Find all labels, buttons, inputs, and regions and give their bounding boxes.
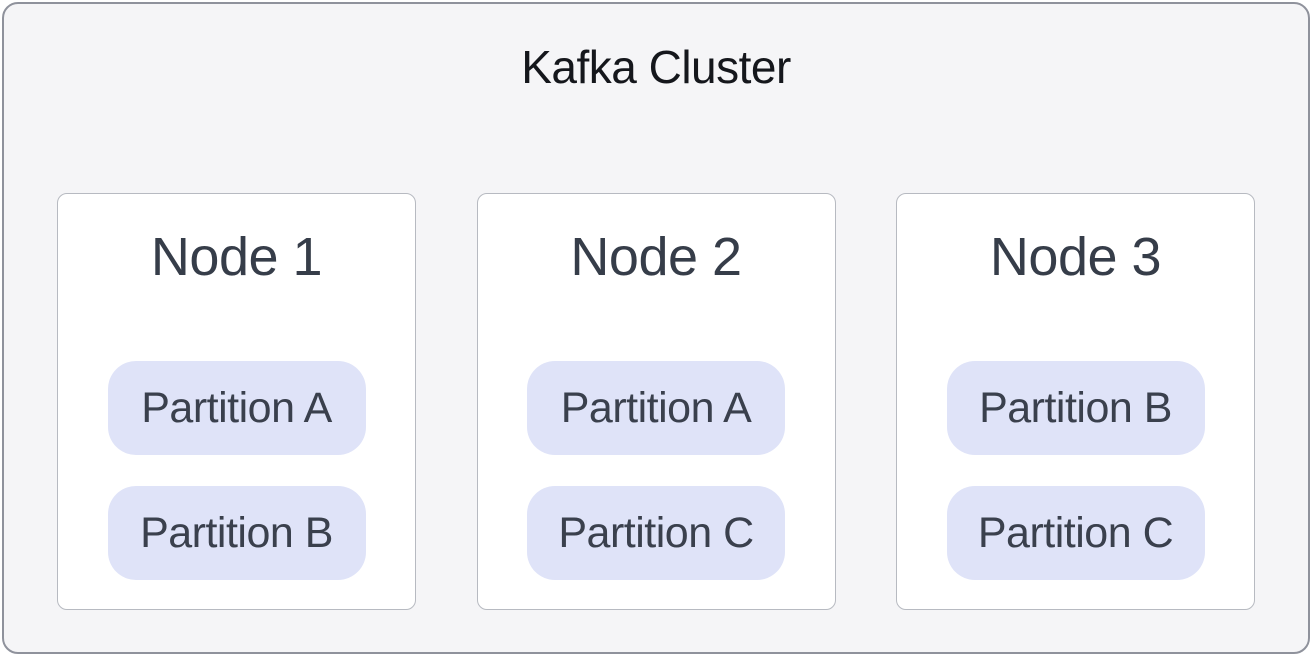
partition-pill: Partition B (946, 361, 1205, 456)
cluster-title: Kafka Cluster (521, 41, 791, 93)
partition-list: Partition A Partition C (527, 361, 785, 581)
node-title: Node 3 (989, 227, 1162, 287)
node-title: Node 1 (150, 227, 323, 287)
partition-list: Partition A Partition B (107, 361, 366, 581)
nodes-row: Node 1 Partition A Partition B Node 2 Pa… (4, 193, 1308, 610)
partition-pill: Partition C (527, 486, 785, 581)
node-card: Node 3 Partition B Partition C (896, 193, 1255, 610)
partition-pill: Partition A (107, 361, 366, 456)
partition-pill: Partition A (527, 361, 785, 456)
partition-list: Partition B Partition C (946, 361, 1205, 581)
partition-pill: Partition B (107, 486, 366, 581)
node-title: Node 2 (570, 227, 742, 287)
partition-pill: Partition C (946, 486, 1205, 581)
node-card: Node 2 Partition A Partition C (476, 193, 836, 610)
node-card: Node 1 Partition A Partition B (57, 193, 416, 610)
